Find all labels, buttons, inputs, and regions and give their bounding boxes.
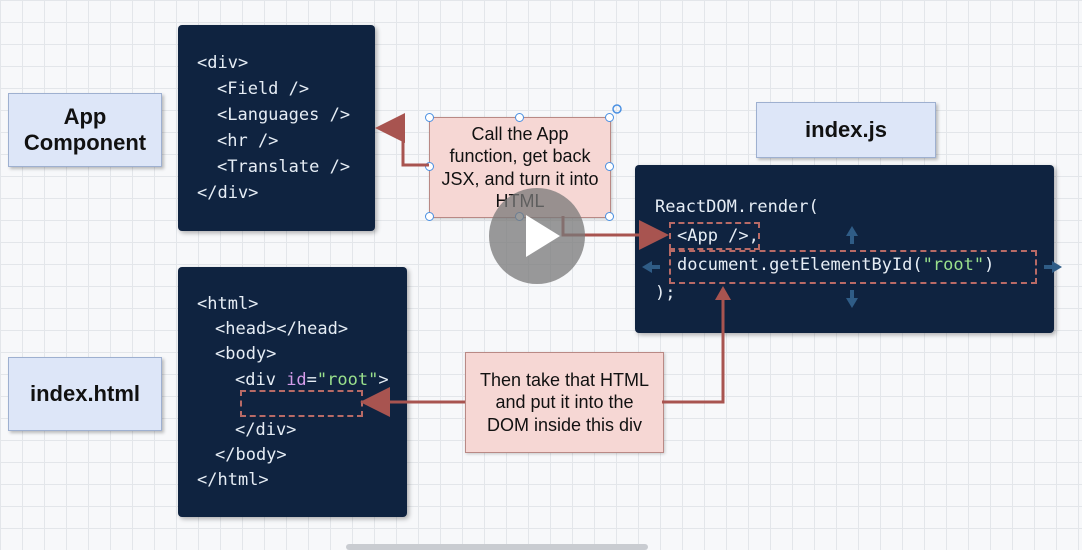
resize-handle-br[interactable]	[605, 212, 614, 221]
resize-handle-bl[interactable]	[425, 212, 434, 221]
app-element-highlight	[669, 222, 760, 250]
html-equals: =	[306, 370, 317, 390]
call-app-note-line1: Call the App	[471, 123, 569, 144]
resize-handle-tm[interactable]	[515, 113, 524, 122]
take-html-note: Then take that HTML and put it into the …	[465, 352, 664, 453]
html-code-line-4: <div id="root">	[235, 370, 389, 390]
js-code-line-2: <App />,	[677, 226, 759, 246]
move-arrows-icon	[642, 226, 1062, 308]
index-html-label-text: index.html	[29, 380, 140, 406]
rotate-handle-icon	[612, 104, 622, 114]
call-app-note-line3: JSX, and turn it into	[441, 168, 599, 189]
html-root-string: "root"	[316, 370, 379, 390]
html-code-block: <html> <head></head> <body> <div id="roo…	[178, 267, 407, 517]
html-code-line-2: <head></head>	[215, 319, 349, 339]
js-code-line-3: document.getElementById("root")	[677, 255, 994, 275]
js-code-line-4: );	[655, 283, 676, 303]
app-code-line-4: <hr />	[217, 131, 279, 151]
index-html-label: index.html	[8, 357, 162, 431]
js-app-element: <App />	[677, 226, 749, 246]
arrow-note-to-app-code	[375, 113, 429, 167]
app-code-block: <div> <Field /> <Languages /> <hr /> <Tr…	[178, 25, 375, 231]
horizontal-scrollbar[interactable]	[346, 544, 648, 550]
get-element-highlight	[669, 250, 1037, 284]
html-code-line-7: </body>	[215, 445, 287, 465]
html-code-line-6: </div>	[235, 420, 297, 440]
index-js-label-text: index.js	[805, 116, 887, 142]
app-code-line-6: </div>	[197, 183, 259, 203]
html-tag-end: >	[378, 370, 389, 390]
js-get-element: document.getElementById(	[677, 255, 923, 275]
take-html-note-line1: Then take that HTML	[479, 369, 650, 390]
index-js-label: index.js	[756, 102, 936, 158]
app-component-label-line2: Component	[23, 130, 147, 155]
js-root-string: "root"	[922, 255, 985, 275]
html-code-line-3: <body>	[215, 344, 277, 364]
resize-handle-tr[interactable]	[605, 113, 614, 122]
html-code-line-1: <html>	[197, 294, 259, 314]
js-close-paren: )	[984, 255, 995, 275]
take-html-note-line2: and put it into the	[495, 392, 634, 413]
html-id-attr: id	[286, 370, 307, 390]
html-code-line-8: </html>	[197, 470, 269, 490]
arrow-get-element-to-note	[662, 290, 725, 404]
play-icon[interactable]	[489, 188, 585, 284]
html-div-tag: <div	[235, 370, 287, 390]
app-code-line-2: <Field />	[217, 79, 310, 99]
arrow-head-up	[715, 286, 731, 300]
app-code-line-3: <Languages />	[217, 105, 351, 125]
js-code-line-1: ReactDOM.render(	[655, 197, 819, 217]
app-component-label-line1: App	[63, 103, 107, 129]
resize-handle-mr[interactable]	[605, 162, 614, 171]
call-app-note-line2: function, get back	[449, 146, 591, 166]
js-comma: ,	[748, 226, 759, 246]
take-html-note-line3: DOM inside this div	[486, 414, 643, 435]
app-code-line-1: <div>	[197, 53, 249, 73]
resize-handle-tl[interactable]	[425, 113, 434, 122]
app-code-line-5: <Translate />	[217, 157, 351, 177]
